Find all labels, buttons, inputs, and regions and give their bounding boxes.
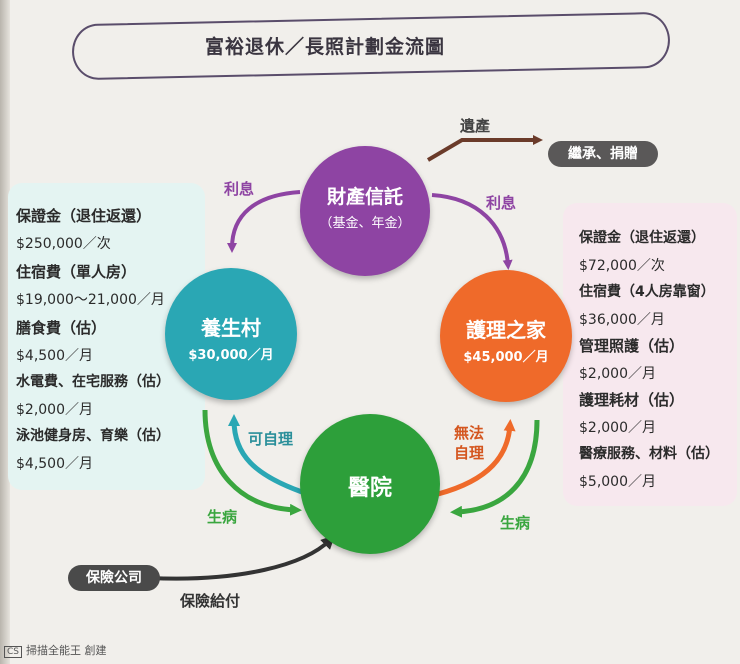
cost-item: 膳食費（估） — [16, 319, 107, 337]
cost-item: 住宿費（單人房） — [16, 263, 137, 281]
cost-item: 保證金（退住返還） — [579, 230, 705, 246]
care-home-node: 護理之家 $45,000／月 — [440, 270, 572, 402]
hospital-node: 醫院 — [300, 414, 440, 554]
insurer-badge: 保險公司 — [68, 565, 160, 591]
inherit-badge: 繼承、捐贈 — [548, 141, 658, 167]
insurance-pay-label: 保險給付 — [180, 592, 241, 610]
cost-item: 泳池健身房、育樂（估） — [16, 428, 170, 444]
cost-value: $36,000／月 — [579, 312, 665, 328]
trust-subtitle: （基金、年金） — [319, 216, 411, 231]
interest-label-left: 利息 — [224, 180, 255, 198]
cost-value: $2,000／月 — [579, 420, 656, 436]
no-self-care-arrow — [437, 419, 516, 497]
no-self-care-label: 無法自理 — [454, 424, 485, 462]
cost-value: $72,000／次 — [579, 258, 665, 274]
cost-value: $5,000／月 — [579, 474, 656, 490]
cost-item: 護理耗材（估） — [579, 391, 685, 409]
sick-label-left: 生病 — [207, 508, 238, 526]
care-home-cost-panel: 保證金（退住返還） $72,000／次 住宿費（4人房靠窗） $36,000／月… — [563, 203, 737, 506]
cost-value: $2,000／月 — [16, 402, 93, 418]
cost-value: $2,000／月 — [579, 366, 656, 382]
cost-item: 醫療服務、材料（估） — [579, 446, 719, 462]
care-home-price: $45,000／月 — [463, 350, 549, 365]
village-node: 養生村 $30,000／月 — [165, 268, 297, 400]
cost-value: $4,500／月 — [16, 456, 93, 472]
trust-node: 財產信託 （基金、年金） — [300, 146, 430, 276]
cost-item: 管理照護（估） — [579, 337, 685, 355]
cost-value: $4,500／月 — [16, 348, 93, 364]
self-care-arrow — [228, 414, 303, 495]
cost-item: 住宿費（4人房靠窗） — [579, 284, 715, 300]
self-care-label: 可自理 — [248, 430, 294, 448]
interest-arrow-right — [431, 193, 513, 270]
village-price: $30,000／月 — [188, 348, 274, 363]
cost-value: $19,000～21,000／月 — [16, 292, 165, 308]
scanner-watermark: CS 掃描全能王 創建 — [4, 642, 107, 658]
interest-arrow-left — [227, 190, 301, 253]
care-home-title: 護理之家 — [466, 318, 546, 342]
trust-title: 財產信託 — [326, 186, 403, 208]
sick-label-right: 生病 — [500, 514, 531, 532]
insurance-arrow — [149, 535, 335, 581]
hospital-title: 醫院 — [347, 476, 392, 501]
page-title: 富裕退休／長照計劃金流圖 — [205, 36, 446, 58]
cost-item: 保證金（退住返還） — [16, 207, 152, 225]
scanner-badge: CS — [4, 646, 22, 658]
sick-arrow-right — [450, 419, 540, 518]
cost-value: $250,000／次 — [16, 236, 111, 252]
sick-arrow-left — [202, 409, 302, 516]
cost-item: 水電費、在宅服務（估） — [16, 374, 170, 390]
estate-arrow — [426, 135, 543, 162]
interest-label-right: 利息 — [486, 194, 517, 212]
estate-label: 遺產 — [460, 117, 491, 135]
village-title: 養生村 — [201, 316, 261, 340]
scanner-text: 掃描全能王 創建 — [26, 644, 107, 657]
page-edge — [0, 0, 10, 664]
